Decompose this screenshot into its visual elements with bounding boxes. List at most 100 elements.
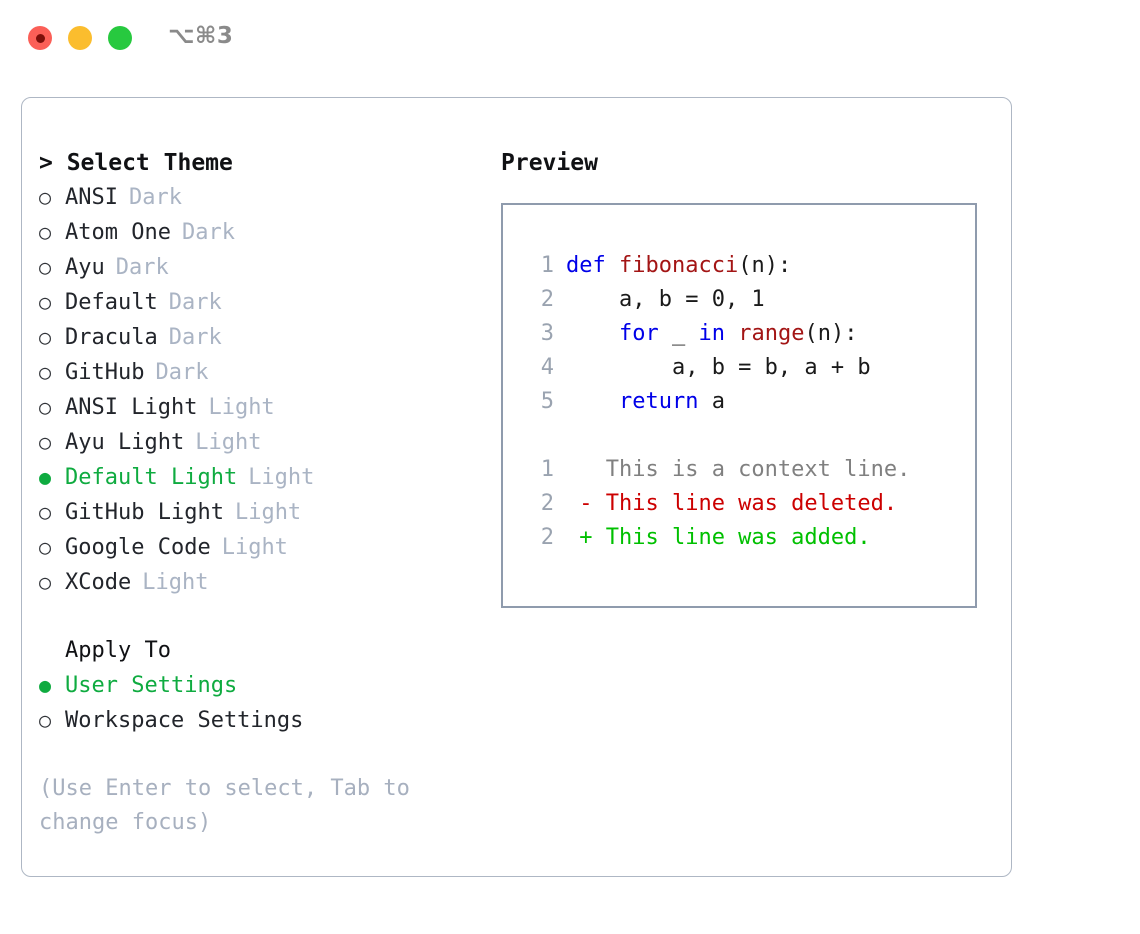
code-line-3: 4 a, b = b, a + b	[503, 351, 975, 385]
code-token-pl: _	[658, 321, 699, 346]
code-token-kw: return	[618, 389, 699, 414]
radio-unselected-icon: ○	[39, 185, 52, 209]
theme-option-8[interactable]: ● Default Light Light	[39, 460, 479, 495]
option-category-tag: Light	[208, 395, 275, 420]
code-token-pl	[725, 317, 738, 351]
option-label: Workspace Settings	[65, 708, 304, 733]
radio-unselected-icon: ○	[39, 708, 52, 732]
code-token-fn: range	[738, 321, 805, 346]
line-number: 3	[540, 321, 554, 346]
select-theme-header: > Select Theme	[39, 150, 233, 176]
code-line-2: 3 for _ in range(n):	[503, 317, 975, 351]
code-token-del: - This line was deleted.	[566, 491, 898, 516]
code-token-kw: for	[618, 321, 659, 346]
option-category-tag: Dark	[181, 220, 235, 245]
option-label: GitHub Light	[65, 500, 224, 525]
theme-option-9[interactable]: ○ GitHub Light Light	[39, 495, 479, 530]
option-category-tag: Light	[234, 500, 302, 525]
code-token-pl	[566, 317, 619, 351]
line-number: 1	[540, 253, 554, 278]
option-label: Dracula	[65, 325, 158, 350]
code-token-pl	[566, 385, 619, 419]
diff-line-1: 2 - This line was deleted.	[503, 487, 975, 521]
code-diff-spacer	[503, 419, 975, 453]
option-label: Default Light	[65, 465, 238, 490]
option-label: Ayu Light	[65, 430, 185, 455]
radio-unselected-icon: ○	[39, 220, 52, 244]
option-label: GitHub	[65, 360, 145, 385]
option-category-tag: Dark	[115, 255, 169, 280]
minimize-button[interactable]	[68, 26, 92, 50]
line-number: 5	[540, 389, 554, 414]
title-bar: ⌥⌘3	[0, 0, 1140, 78]
option-category-tag: Light	[221, 535, 288, 560]
option-label: Ayu	[65, 255, 105, 280]
theme-option-5[interactable]: ○ GitHub Dark	[39, 355, 479, 390]
code-token-ctx: This is a context line.	[566, 457, 911, 482]
code-token-kw: def	[566, 253, 619, 278]
option-label: Google Code	[65, 535, 211, 560]
option-category-tag: Dark	[155, 360, 209, 385]
theme-option-3[interactable]: ○ Default Dark	[39, 285, 479, 320]
keyboard-hint-text: (Use Enter to select, Tab to change focu…	[39, 776, 424, 835]
line-number: 1	[540, 457, 554, 482]
option-category-tag: Light	[248, 465, 315, 490]
option-label: ANSI Light	[65, 395, 198, 420]
option-category-tag: Dark	[168, 290, 222, 315]
diff-sample: 1 This is a context line.2 - This line w…	[503, 453, 975, 555]
radio-selected-icon: ●	[39, 465, 52, 489]
keyboard-shortcut-label: ⌥⌘3	[168, 23, 234, 49]
code-token-kw: in	[698, 321, 725, 346]
code-token-pl: a	[698, 389, 725, 414]
apply-to-option-1[interactable]: ○ Workspace Settings	[39, 703, 479, 738]
radio-unselected-icon: ○	[39, 360, 52, 384]
diff-line-0: 1 This is a context line.	[503, 453, 975, 487]
preview-title: Preview	[501, 150, 598, 176]
theme-option-2[interactable]: ○ Ayu Dark	[39, 250, 479, 285]
radio-selected-icon: ●	[39, 673, 52, 697]
close-button[interactable]	[28, 26, 52, 50]
radio-unselected-icon: ○	[39, 500, 52, 524]
apply-to-option-list: ● User Settings ○ Workspace Settings	[39, 668, 479, 738]
code-token-pl: a, b = b, a + b	[566, 355, 871, 380]
code-token-add: + This line was added.	[566, 525, 871, 550]
line-number: 2	[540, 491, 554, 516]
option-label: Default	[65, 290, 158, 315]
theme-option-7[interactable]: ○ Ayu Light Light	[39, 425, 479, 460]
line-number: 2	[540, 525, 554, 550]
option-label: User Settings	[65, 673, 238, 698]
apply-to-option-0[interactable]: ● User Settings	[39, 668, 479, 703]
option-category-tag: Light	[142, 570, 209, 595]
code-token-pl: a, b = 0, 1	[566, 287, 765, 312]
code-token-pl: (n):	[738, 253, 792, 278]
line-number: 4	[540, 355, 554, 380]
radio-unselected-icon: ○	[39, 255, 52, 279]
option-category-tag: Dark	[128, 185, 182, 210]
radio-unselected-icon: ○	[39, 430, 52, 454]
recording-indicator-dot	[35, 33, 45, 43]
theme-option-1[interactable]: ○ Atom One Dark	[39, 215, 479, 250]
option-category-tag: Dark	[168, 325, 222, 350]
section-spacer	[39, 600, 479, 634]
radio-unselected-icon: ○	[39, 570, 52, 594]
window-controls	[28, 26, 132, 50]
option-label: Atom One	[65, 220, 171, 245]
line-number: 2	[540, 287, 554, 312]
diff-line-2: 2 + This line was added.	[503, 521, 975, 555]
maximize-button[interactable]	[108, 26, 132, 50]
radio-unselected-icon: ○	[39, 290, 52, 314]
option-category-tag: Light	[195, 430, 262, 455]
